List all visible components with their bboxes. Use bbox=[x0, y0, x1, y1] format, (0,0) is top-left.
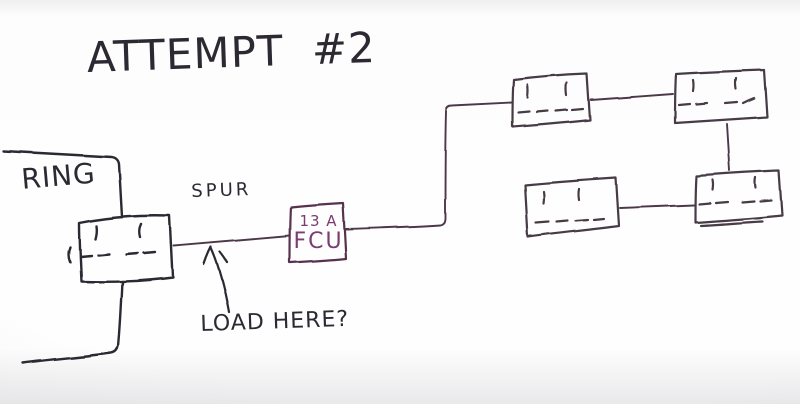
spur-wire bbox=[173, 235, 291, 247]
wire-socket1-socket2 bbox=[590, 93, 674, 101]
wire-socket2-socket3 bbox=[726, 123, 731, 172]
fcu-box bbox=[288, 201, 348, 265]
spur-label: SPUR bbox=[191, 178, 252, 202]
ring-socket bbox=[67, 214, 175, 283]
fcu-output-wire bbox=[345, 102, 514, 230]
spur-socket-4 bbox=[523, 176, 621, 239]
load-here-label: LOAD HERE? bbox=[200, 306, 350, 337]
load-arrow bbox=[202, 245, 231, 314]
fcu-rating: 13 A bbox=[299, 211, 338, 230]
ring-wire bbox=[1, 149, 124, 365]
spur-socket-1 bbox=[511, 72, 592, 129]
title: ATTEMPT #2 bbox=[86, 22, 377, 82]
fcu-label-group: 13 A FCU bbox=[291, 205, 346, 262]
fcu-name: FCU bbox=[293, 229, 344, 255]
wire-socket3-socket4 bbox=[619, 204, 695, 209]
spur-socket-3 bbox=[693, 169, 784, 227]
spur-socket-2 bbox=[673, 68, 769, 125]
ring-label: RING bbox=[20, 156, 97, 196]
